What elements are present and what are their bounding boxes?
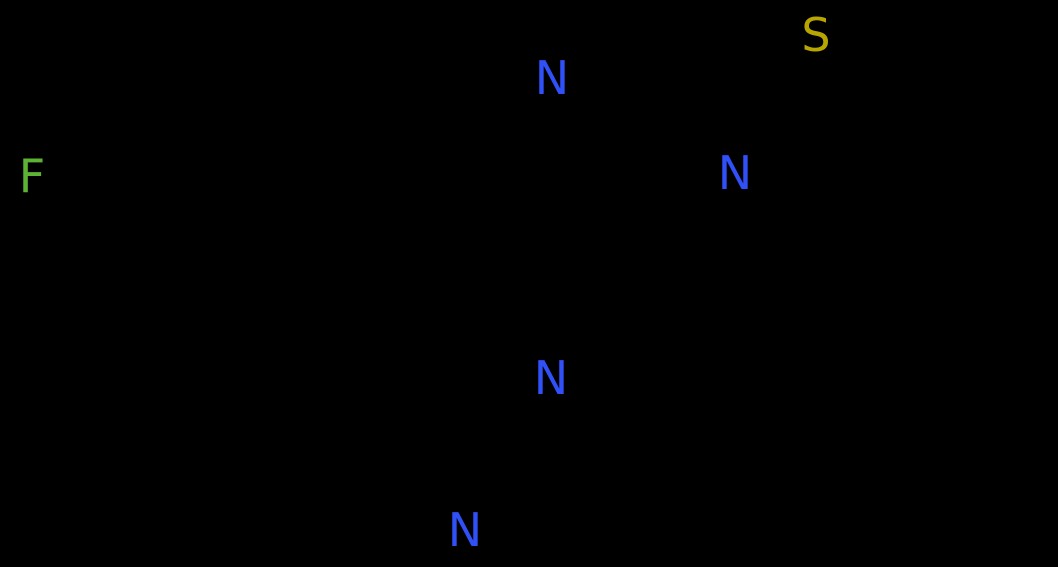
- atom-label-f: F: [18, 149, 46, 203]
- bond: [112, 84, 167, 175]
- bond: [558, 428, 662, 472]
- bond-group: [30, 33, 962, 532]
- bond: [123, 91, 178, 182]
- bond: [262, 91, 317, 182]
- bond: [838, 171, 962, 252]
- atom-label-n: N: [447, 503, 483, 557]
- bond: [418, 118, 472, 178]
- bond: [878, 98, 962, 122]
- bond: [628, 76, 652, 167]
- bond: [273, 84, 328, 175]
- bond: [814, 33, 882, 102]
- atom-label-n: N: [533, 351, 569, 405]
- bond: [463, 376, 553, 432]
- bond: [838, 98, 882, 175]
- bond: [549, 278, 632, 380]
- bond: [268, 174, 322, 264]
- atom-label-s: S: [801, 8, 831, 62]
- bond: [733, 33, 818, 80]
- atom-label-n: N: [717, 146, 753, 200]
- bond: [468, 76, 554, 122]
- atom-label-n: N: [534, 51, 570, 105]
- bond: [549, 376, 562, 472]
- bond: [118, 174, 172, 264]
